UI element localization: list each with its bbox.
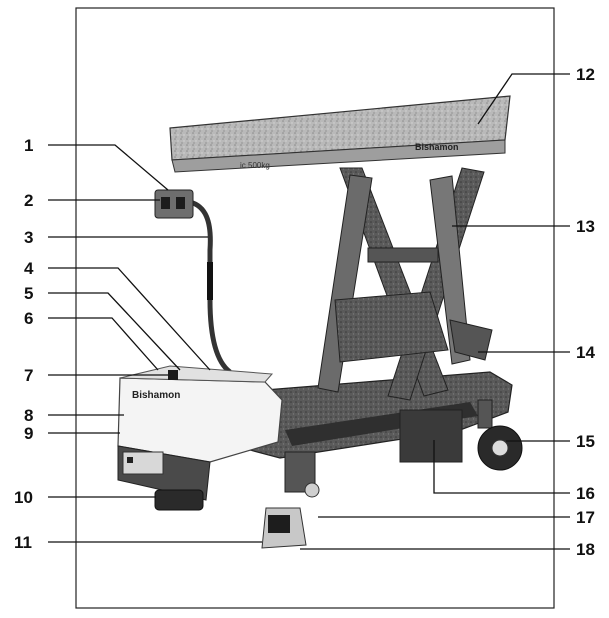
hydraulic-unit [334,291,449,363]
callout-10: 10 [14,488,33,507]
callout-14: 14 [576,343,595,362]
callout-numbers: 1 2 3 4 5 6 7 8 9 10 11 12 13 14 15 16 1… [14,65,595,559]
photo-frame [75,7,555,609]
callout-6: 6 [24,309,33,328]
callout-2: 2 [24,191,33,210]
callout-1: 1 [24,136,33,155]
front-panel [117,445,211,501]
callout-4: 4 [24,259,34,278]
callout-18: 18 [576,540,595,559]
callout-3: 3 [24,228,33,247]
control-body: Bishamon [117,365,283,463]
callout-9: 9 [24,424,33,443]
control-pendant [154,189,194,219]
callout-17: 17 [576,508,595,527]
foot-brake [261,451,320,549]
table-side-text: ic 500kg [240,161,270,170]
callout-5: 5 [24,284,33,303]
callout-12: 12 [576,65,595,84]
table-top: ic 500kg Bishamon [169,95,511,173]
rear-caster [477,399,523,471]
callout-11: 11 [14,533,32,552]
battery-box [399,409,463,463]
body-brand-label: Bishamon [132,390,180,401]
leader-lines [48,73,570,550]
table-brand-label: Bishamon [415,142,459,152]
callout-8: 8 [24,406,33,425]
callout-13: 13 [576,217,595,236]
callout-7: 7 [24,366,33,385]
front-wheel [154,489,204,511]
callout-16: 16 [576,484,595,503]
callout-15: 15 [576,432,595,451]
